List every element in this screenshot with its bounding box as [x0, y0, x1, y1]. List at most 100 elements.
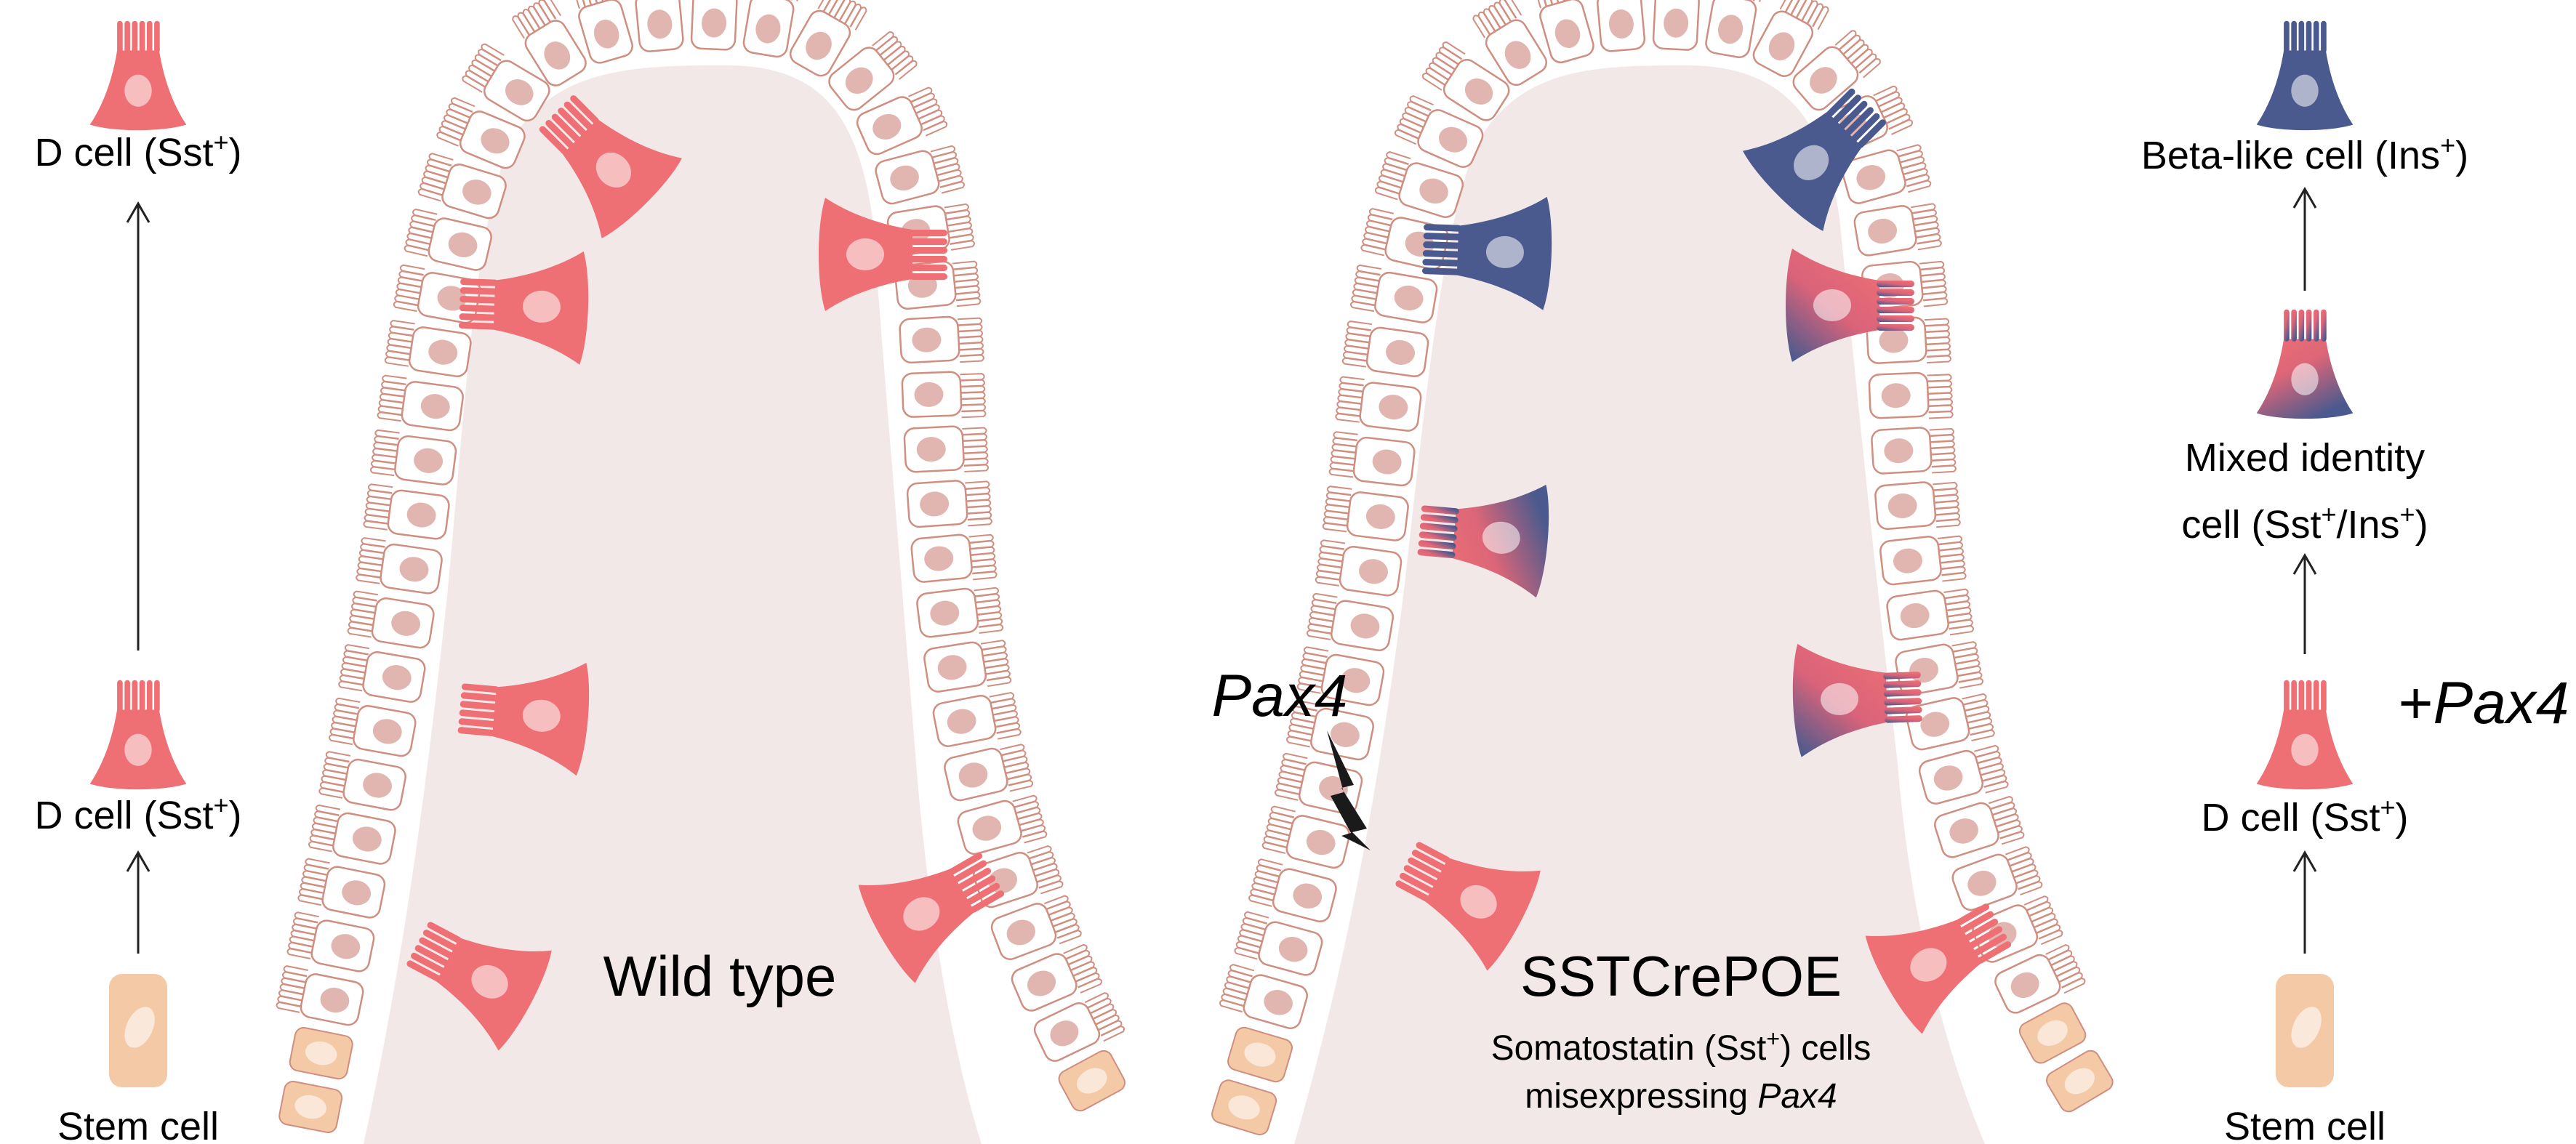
- enterocyte: [1951, 846, 2043, 911]
- mixed-identity-cell: [1417, 484, 1549, 598]
- d-cell: [459, 251, 589, 365]
- enterocyte: [1011, 943, 1102, 1012]
- enterocyte: [1871, 427, 1957, 475]
- subtitle-l1-b: ) cells: [1780, 1029, 1871, 1068]
- mixed-label-line1: Mixed identity: [2185, 436, 2425, 480]
- enterocyte: [903, 425, 990, 473]
- subtitle-l1-sup: +: [1766, 1026, 1780, 1052]
- d-cell-icon: [89, 20, 187, 131]
- mixed-l2-sup1: +: [2321, 499, 2336, 529]
- d-cell: [457, 662, 590, 776]
- enterocyte: [1886, 588, 1975, 641]
- wt-long-arrow: [126, 201, 151, 650]
- enterocyte: [1421, 41, 1510, 121]
- mixed-identity-cell-shape: [2256, 309, 2354, 419]
- wt-mid-close: ): [229, 794, 242, 837]
- sstcrepoe-specialized-cells: [1395, 88, 2012, 1034]
- enterocyte: [338, 644, 426, 703]
- beta-like-cell-shape: [2256, 20, 2354, 131]
- d-cell: [819, 198, 947, 311]
- enterocyte: [1296, 646, 1385, 706]
- enterocyte: [910, 533, 998, 583]
- sst-d-sup: +: [2380, 792, 2396, 822]
- mixed-label-line2: cell (Sst+/Ins+): [2181, 499, 2428, 547]
- stem-cell-icon: [2276, 974, 2334, 1087]
- subtitle-l2-gene: Pax4: [1757, 1077, 1837, 1116]
- enterocyte: [932, 692, 1022, 747]
- enterocyte: [572, 0, 633, 64]
- subtitle-l1-a: Somatostatin (Sst: [1491, 1029, 1767, 1068]
- enterocyte: [436, 97, 526, 169]
- beta-like-cell: [1422, 196, 1552, 310]
- enterocyte: [1219, 964, 1308, 1029]
- enterocyte: [1597, 0, 1646, 52]
- mixed-l2-sup2: +: [2400, 499, 2415, 529]
- enterocyte: [690, 0, 738, 51]
- arrow-d-to-mixed: [2292, 552, 2317, 654]
- enterocyte: [1033, 992, 1126, 1062]
- beta-label: Beta-like cell (Ins+): [2141, 130, 2468, 177]
- d-cell-icon: [89, 680, 187, 790]
- enterocyte: [1652, 0, 1700, 51]
- plus-sign: +: [2399, 670, 2433, 736]
- enterocyte: [1234, 911, 1323, 976]
- wild-type-lineage: D cell (Sst+) D cell (Sst+) Stem cell: [34, 20, 242, 1144]
- enterocyte: [2018, 1002, 2087, 1064]
- enterocyte: [1211, 1079, 1277, 1136]
- enterocyte: [1248, 858, 1337, 923]
- d-cell: [1865, 903, 2012, 1034]
- enterocyte: [944, 744, 1034, 802]
- wt-top-label: D cell (Sst+): [34, 127, 241, 174]
- wt-stem-label: Stem cell: [57, 1105, 219, 1144]
- sstcrepoe-villus: SSTCrePOE Somatostatin (Sst+) cells mise…: [1211, 0, 2114, 1144]
- enterocyte: [289, 1027, 353, 1080]
- plus-pax4-label: +Pax4: [2399, 670, 2569, 736]
- beta-label-sup: +: [2440, 130, 2455, 160]
- enterocyte: [899, 315, 984, 364]
- d-cell-shape: [89, 680, 187, 790]
- enterocyte: [1906, 693, 1995, 751]
- enterocyte: [286, 911, 375, 972]
- wt-top-sup: +: [214, 127, 229, 157]
- sstcrepoe-title: SSTCrePOE: [1520, 944, 1842, 1008]
- enterocyte: [856, 86, 948, 156]
- enterocyte: [1934, 796, 2025, 858]
- d-cell: [406, 922, 552, 1051]
- enterocyte: [2046, 1050, 2114, 1113]
- sst-d-label: D cell (Sst+): [2201, 792, 2408, 839]
- stem-cell-icon: [109, 974, 167, 1087]
- wt-mid-label: D cell (Sst+): [34, 790, 241, 837]
- pax4-label: Pax4: [1212, 663, 1348, 729]
- d-cell: [539, 95, 682, 238]
- mixed-identity-cell: [1792, 643, 1923, 757]
- enterocyte: [462, 43, 550, 122]
- enterocyte: [1335, 376, 1422, 432]
- enterocyte: [1315, 539, 1403, 597]
- enterocyte: [906, 480, 992, 528]
- enterocyte: [278, 1081, 343, 1134]
- d-cell-icon: [2256, 680, 2354, 790]
- enterocyte: [1994, 944, 2086, 1014]
- mixed-l2-b: ): [2415, 503, 2428, 547]
- enterocyte: [404, 208, 492, 271]
- wild-type-title: Wild type: [603, 944, 837, 1008]
- enterocyte: [923, 640, 1012, 693]
- enterocyte: [329, 697, 417, 757]
- enterocyte: [276, 965, 364, 1026]
- enterocyte: [635, 0, 684, 52]
- sstcrepoe-lineage: Beta-like cell (Ins+) Mixed identity cel…: [2141, 20, 2569, 1144]
- wild-type-epithelium: [276, 0, 1126, 1134]
- enterocyte: [828, 31, 918, 111]
- wt-mid-main: D cell (Sst: [34, 794, 213, 837]
- mixed-identity-cell: [1786, 249, 1914, 362]
- enterocyte: [875, 145, 966, 205]
- enterocyte: [1286, 699, 1374, 761]
- sst-d-b: ): [2396, 796, 2409, 839]
- enterocyte: [297, 858, 386, 919]
- enterocyte: [1533, 0, 1594, 64]
- stem-cell-shape: [109, 974, 167, 1087]
- enterocyte: [1058, 1050, 1126, 1112]
- enterocyte: [1879, 535, 1967, 586]
- beta-label-a: Beta-like cell (Ins: [2141, 134, 2440, 177]
